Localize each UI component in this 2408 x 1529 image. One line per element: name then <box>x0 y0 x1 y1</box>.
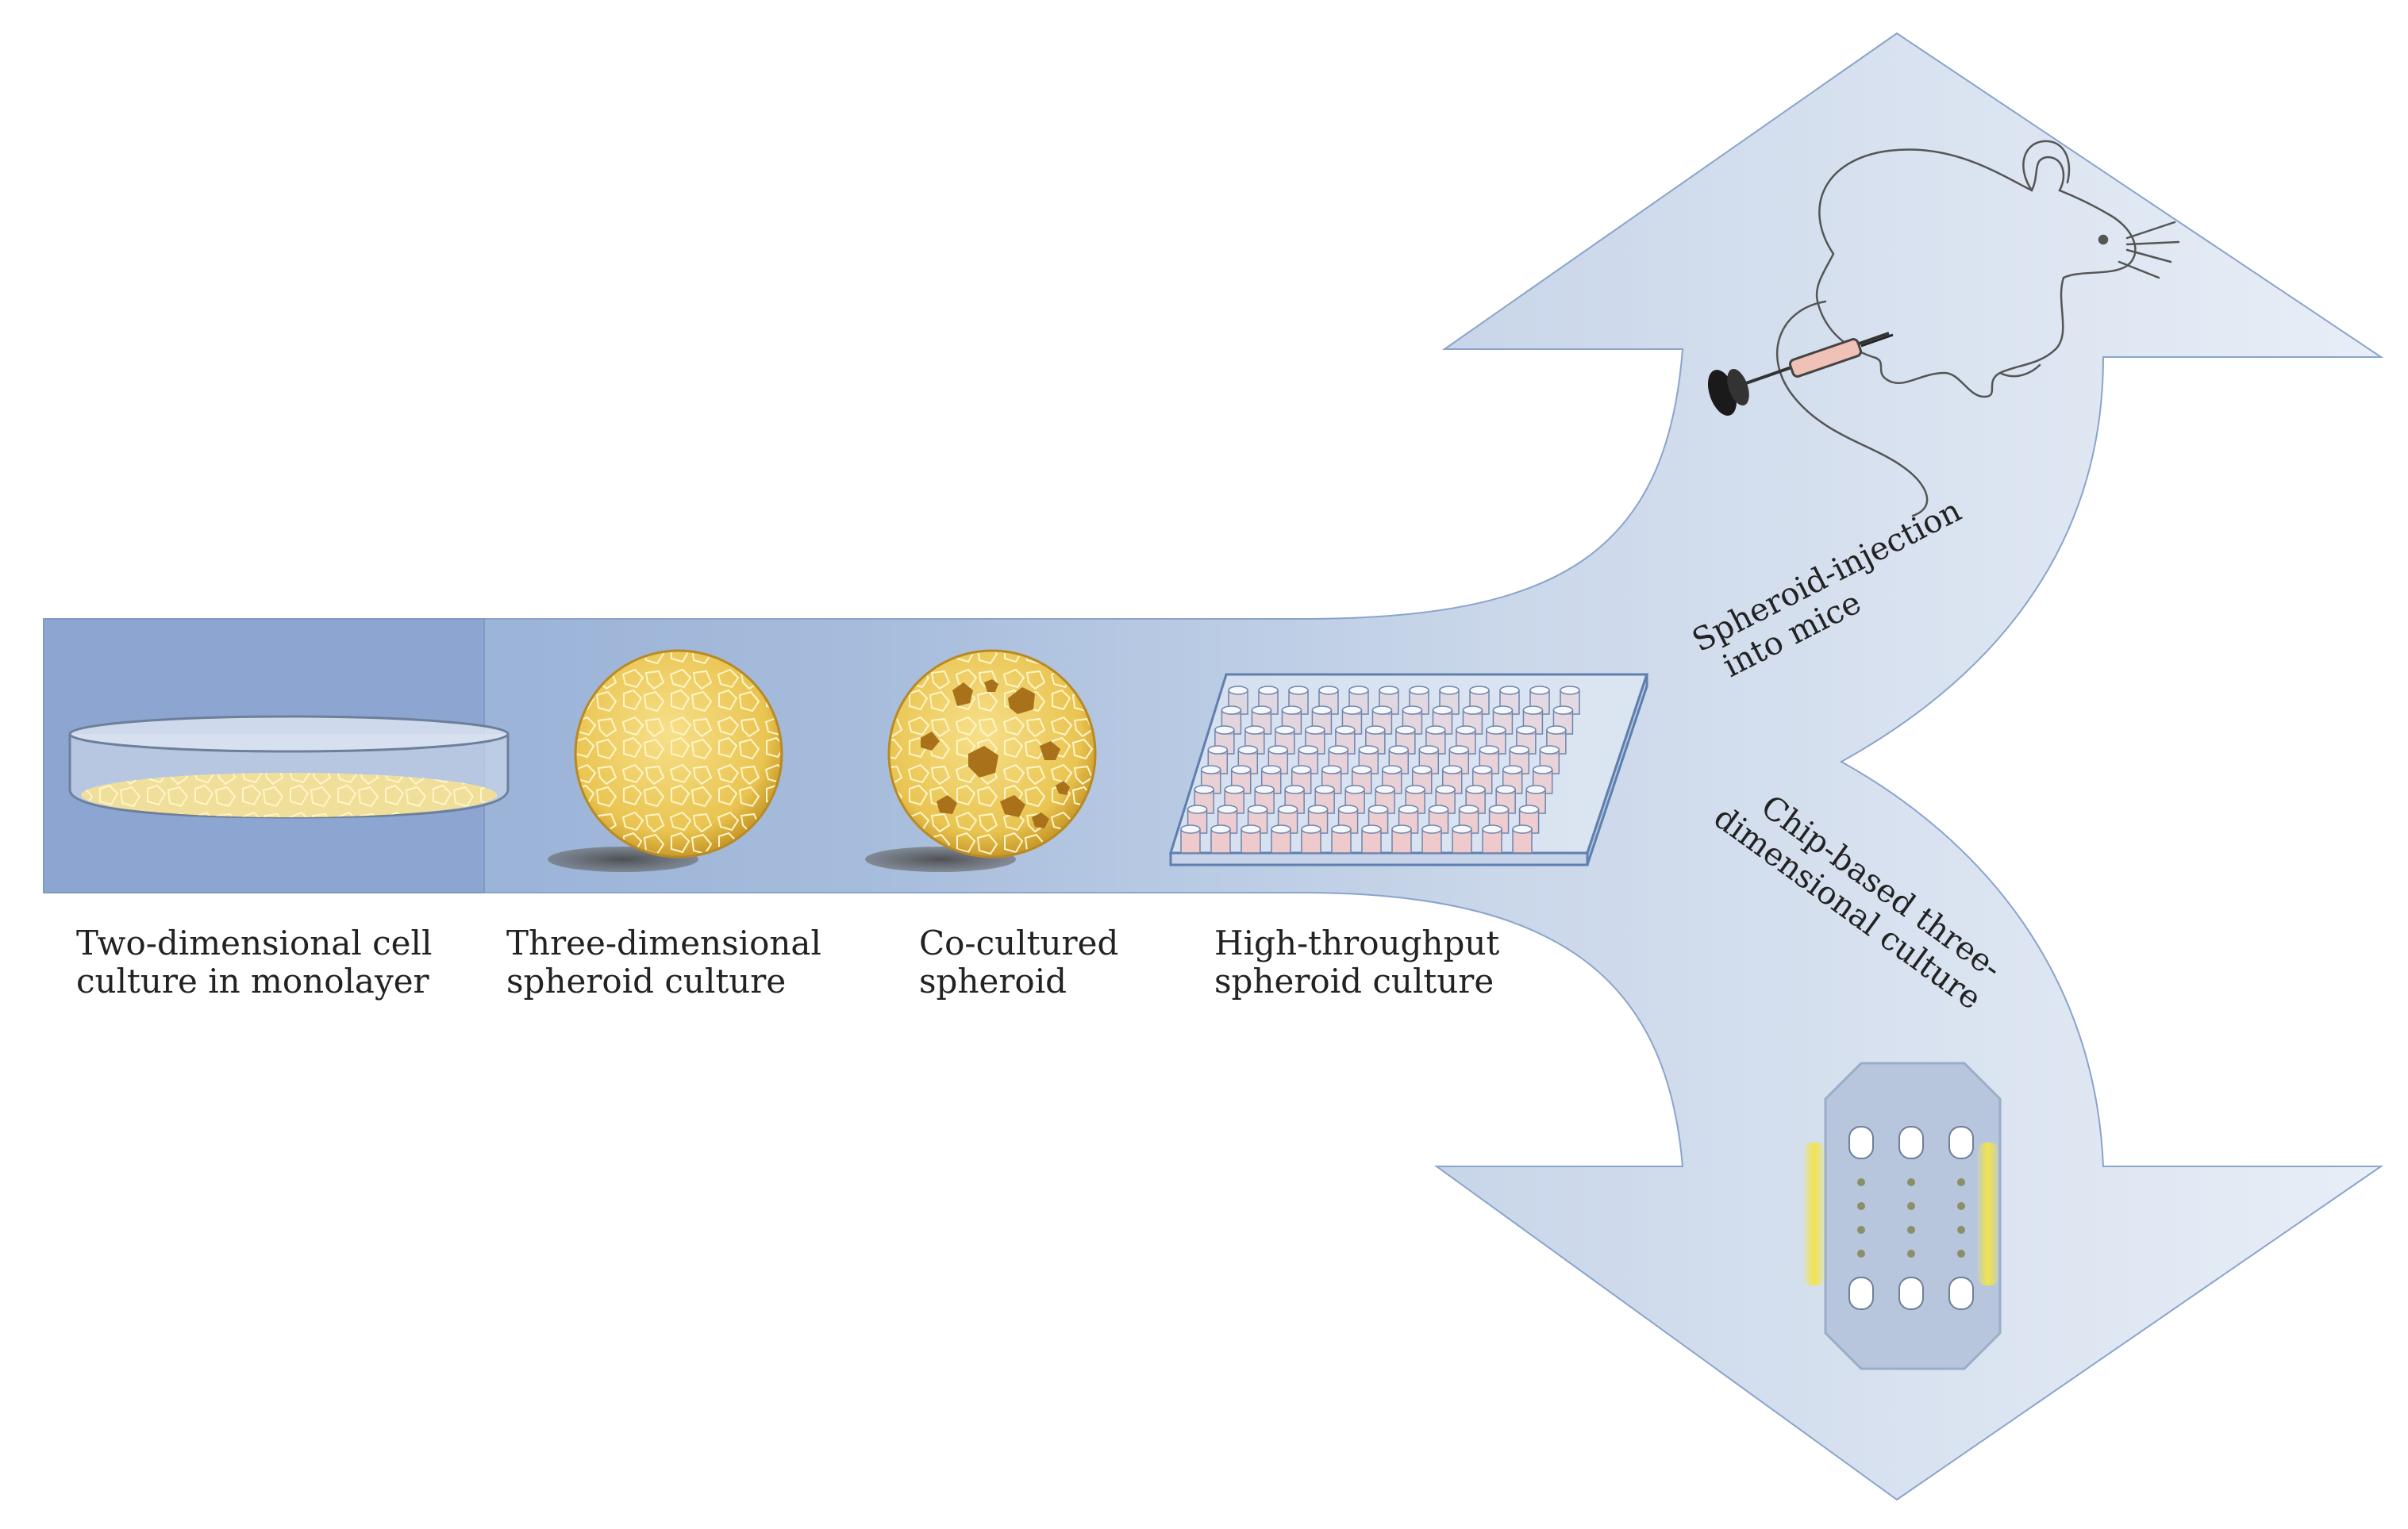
well-plate-icon <box>1168 673 1649 866</box>
well <box>1298 745 1319 774</box>
caption-line: spheroid culture <box>506 962 787 1001</box>
well <box>1221 705 1242 735</box>
well <box>1305 725 1325 755</box>
caption-line: spheroid culture <box>1214 962 1494 1001</box>
well <box>1361 824 1382 854</box>
well <box>1180 824 1201 854</box>
co-cultured-spheroid-icon <box>865 649 1097 872</box>
petri-dish-icon <box>68 715 510 819</box>
well <box>1331 824 1352 854</box>
caption-3d-spheroid: Three-dimensional spheroid culture <box>506 924 821 1001</box>
caption-line: High-throughput <box>1214 924 1500 962</box>
syringe-icon <box>1707 332 1894 416</box>
well <box>1421 824 1442 854</box>
caption-line: Co-cultured <box>919 924 1119 962</box>
well <box>1301 824 1321 854</box>
well <box>1271 824 1291 854</box>
mouse-icon <box>1775 140 2180 517</box>
microfluidic-chip-icon <box>1804 1062 2002 1370</box>
well <box>1482 824 1502 854</box>
spheroid-icon <box>548 649 783 872</box>
well <box>1311 705 1333 735</box>
well <box>1241 824 1261 854</box>
well <box>1391 824 1412 854</box>
well <box>1452 824 1472 854</box>
well <box>1518 805 1540 834</box>
caption-high-throughput: High-throughput spheroid culture <box>1214 924 1499 1001</box>
well <box>1307 805 1329 834</box>
well <box>1405 785 1425 814</box>
caption-2d-culture: Two-dimensional cell culture in monolaye… <box>76 924 432 1001</box>
caption-line: Three-dimensional <box>506 924 821 962</box>
caption-line: Two-dimensional cell <box>76 924 433 962</box>
well <box>1200 765 1221 794</box>
well <box>1486 725 1506 755</box>
caption-co-cultured: Co-cultured spheroid <box>919 924 1118 1001</box>
well <box>1512 824 1533 854</box>
caption-line: culture in monolayer <box>76 962 429 1001</box>
caption-line: spheroid <box>919 962 1067 1001</box>
well <box>1210 824 1231 854</box>
